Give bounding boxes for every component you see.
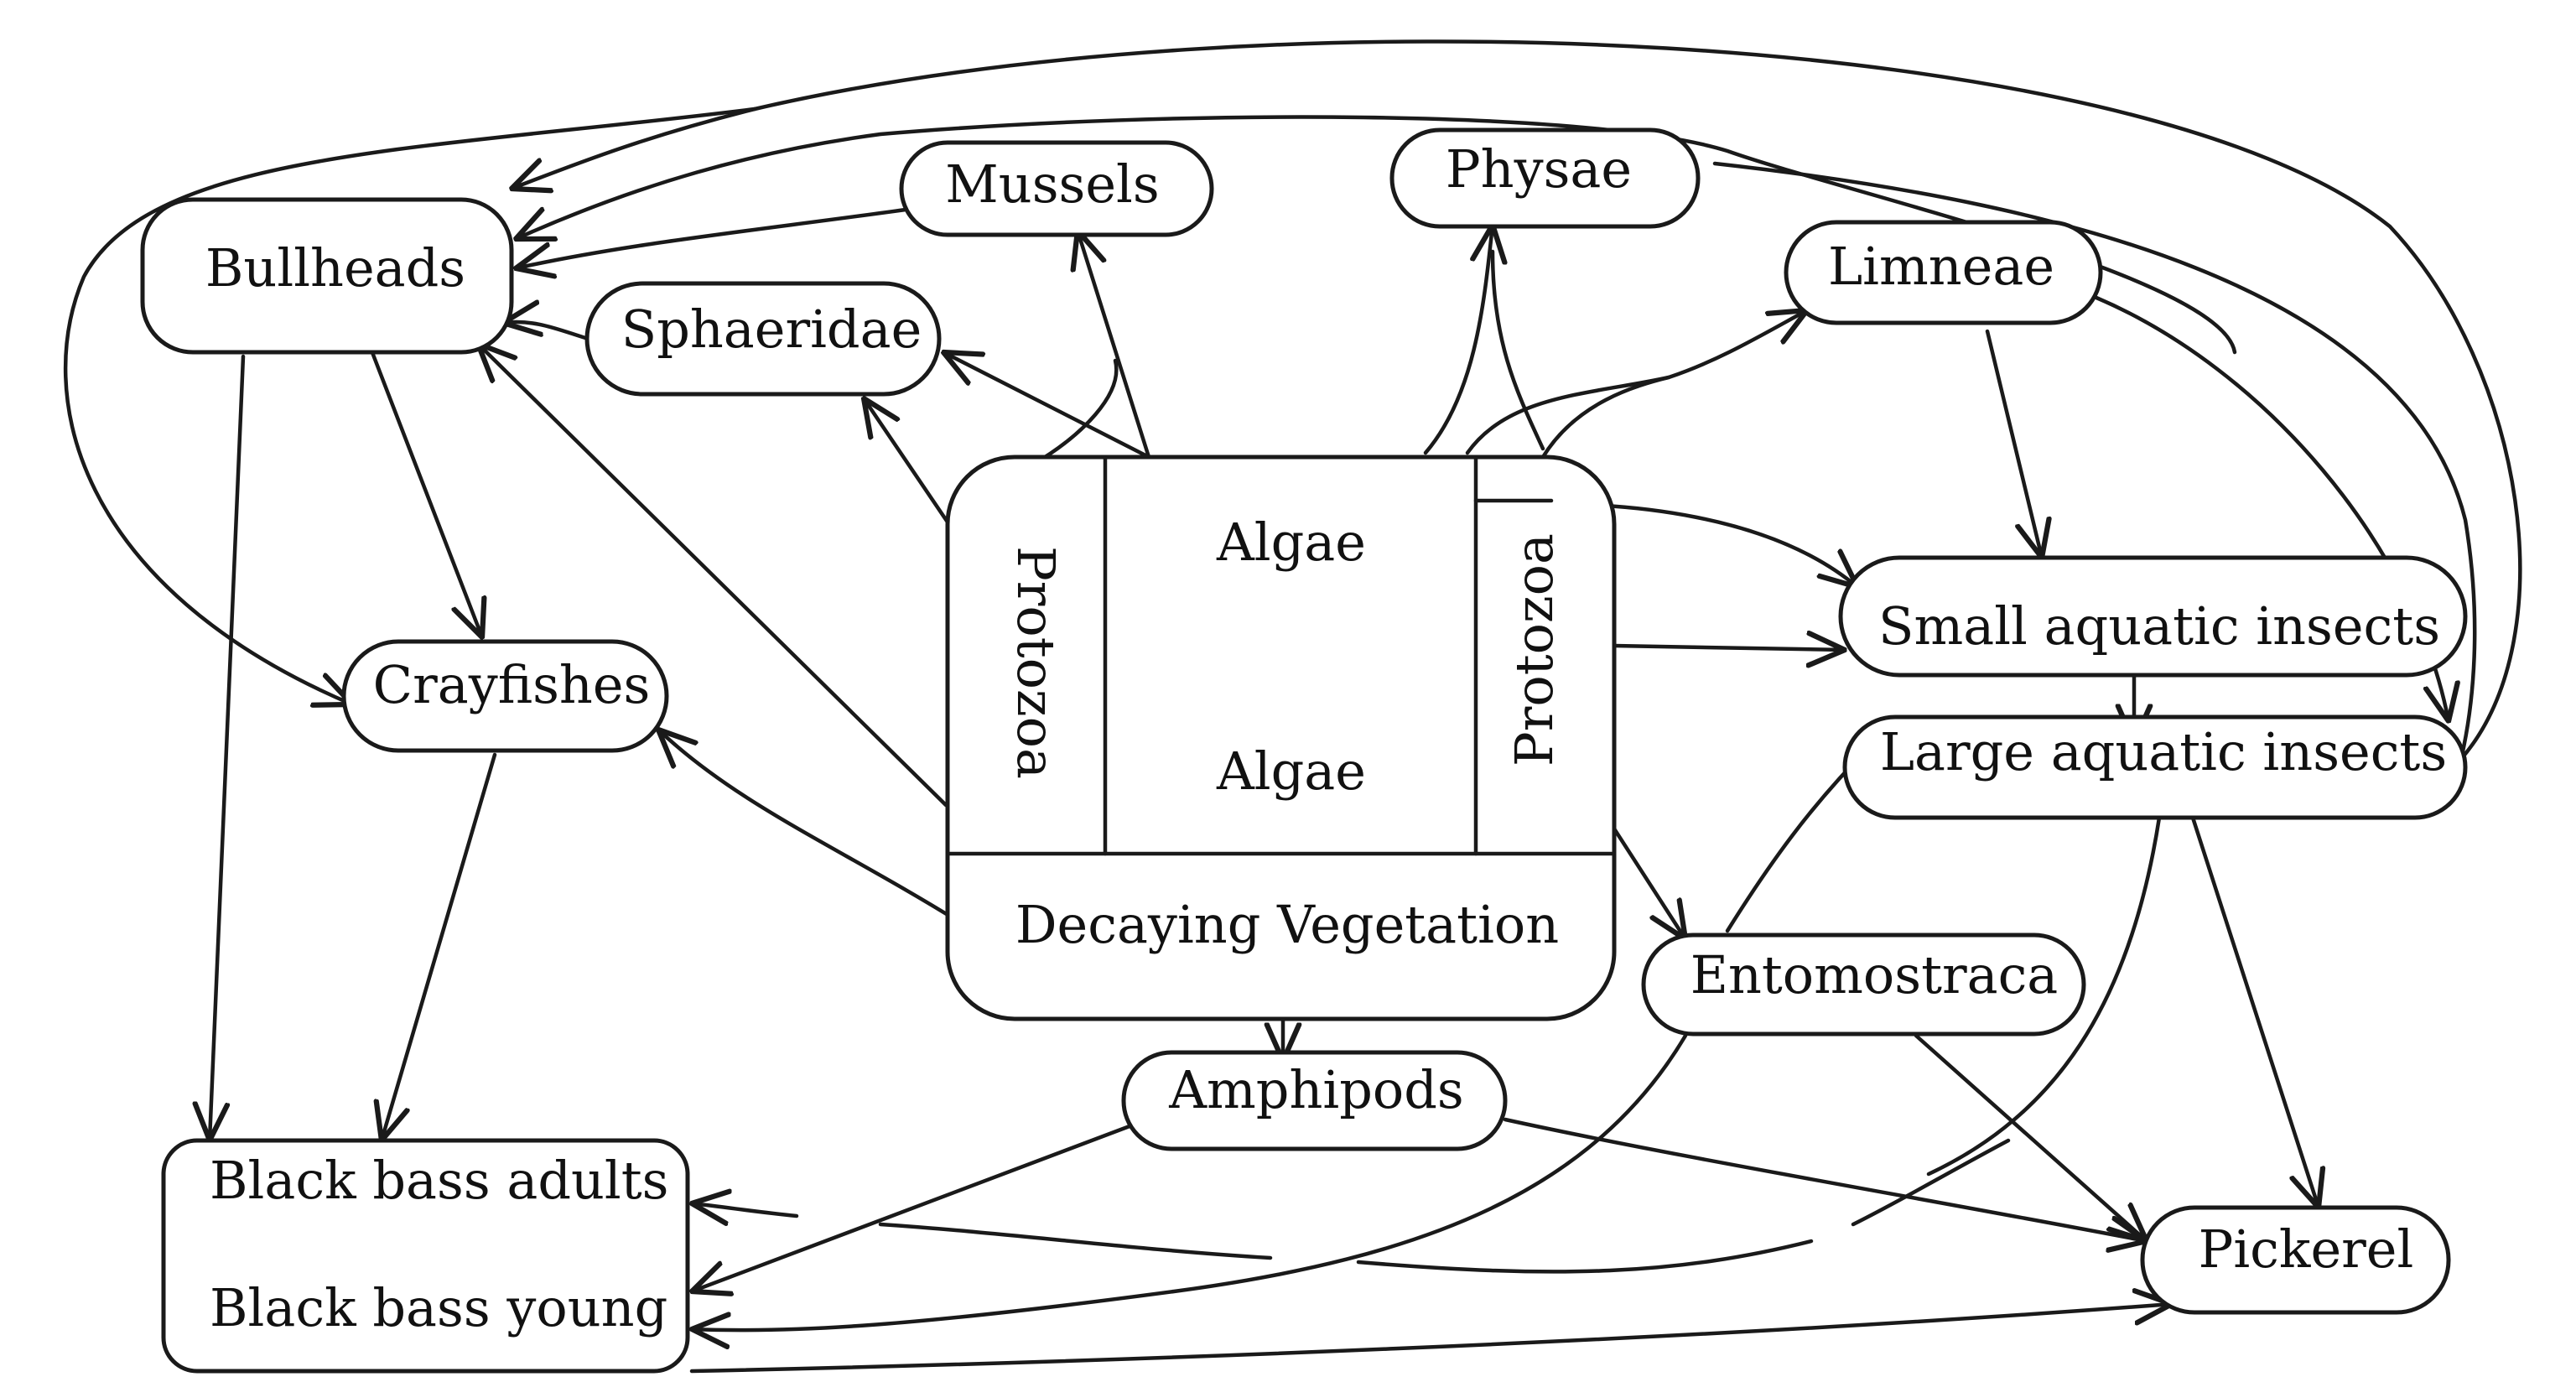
large-insects-label: Large aquatic insects [1880, 721, 2447, 782]
node-mussels: Mussels [899, 140, 1214, 237]
edge-decaying-to-crayfishes [658, 730, 963, 925]
edge-entomostraca-to-black-bass-young [692, 1033, 1688, 1330]
amphipods-label: Amphipods [1168, 1059, 1464, 1120]
crayfishes-label: Crayfishes [373, 654, 651, 715]
node-small-aquatic-insects: Small aquatic insects [1838, 555, 2468, 678]
edge-physae-to-large-insects [1712, 161, 2477, 761]
edge-center-to-limneae [1465, 310, 1807, 455]
physae-box [1389, 127, 1701, 229]
node-crayfishes: Crayfishes [341, 639, 669, 753]
node-large-aquatic-insects: Large aquatic insects [1842, 714, 2468, 820]
amphipods-box [1121, 1050, 1508, 1151]
mussels-box [899, 140, 1214, 237]
protozoa-right-label: Protozoa [1504, 533, 1565, 766]
edge-sphaeridae-to-bullheads [503, 322, 594, 342]
node-black-bass: Black bass adults Black bass young [161, 1138, 690, 1374]
node-bullheads: Bullheads [140, 197, 514, 355]
edge-bullheads-crayfishes [369, 344, 482, 637]
edge-large-insects-to-bullheads [512, 39, 2522, 761]
edge-large-insects-to-black-bass-end [692, 1203, 799, 1216]
center-box [945, 455, 1617, 1021]
large-insects-box [1842, 714, 2468, 820]
pickerel-box [2140, 1205, 2451, 1315]
edge-center-to-mussels [1078, 231, 1151, 460]
entomostraca-label: Entomostraca [1690, 944, 2059, 1005]
edge-large-insects-segment-b [1356, 1239, 1814, 1274]
food-web-edges [64, 39, 2522, 1374]
edge-large-insects-to-pickerel [2190, 815, 2319, 1208]
edge-protozoa-curve-limneae [1540, 375, 1671, 460]
edge-mussels-to-bullheads [516, 207, 908, 268]
protozoa-left-label: Protozoa [1005, 546, 1067, 779]
node-sphaeridae: Sphaeridae [584, 281, 942, 397]
decaying-vegetation-label: Decaying Vegetation [1015, 894, 1559, 955]
physae-label: Physae [1446, 138, 1632, 200]
edge-entomostraca-to-pickerel [1914, 1033, 2147, 1241]
edge-protozoa-curve-mussels [1029, 358, 1119, 468]
sphaeridae-label: Sphaeridae [621, 299, 922, 360]
edge-bullheads-to-black-bass [210, 354, 246, 1140]
black-bass-box [161, 1138, 690, 1374]
node-limneae: Limneae [1784, 220, 2103, 325]
crayfishes-box [341, 639, 669, 753]
black-bass-adults-label: Black bass adults [210, 1150, 669, 1211]
center-block: Protozoa Algae Algae Protozoa Decaying V… [945, 455, 1617, 1021]
small-insects-label: Small aquatic insects [1878, 595, 2440, 657]
edge-center-to-physae [1423, 225, 1493, 455]
entomostraca-box [1641, 933, 2086, 1036]
small-insects-box [1838, 555, 2468, 678]
edge-protozoa-curve-physae [1490, 249, 1545, 451]
node-pickerel: Pickerel [2140, 1205, 2451, 1315]
algae-bottom-label: Algae [1216, 740, 1366, 802]
edge-crayfishes-to-black-bass [382, 752, 497, 1140]
algae-top-label: Algae [1216, 512, 1366, 573]
limneae-label: Limneae [1828, 236, 2054, 297]
bullheads-label: Bullheads [205, 237, 465, 299]
node-entomostraca: Entomostraca [1641, 933, 2086, 1036]
edge-bullheads-arc-crayfishes [64, 107, 757, 704]
edge-limneae-to-small-insects [1985, 329, 2042, 558]
edge-large-insects-segment-c [878, 1222, 1273, 1260]
edge-center-to-bullheads [478, 344, 948, 808]
sphaeridae-box [584, 281, 942, 397]
bullheads-box [140, 197, 514, 355]
edge-protozoa-to-small-insects [1612, 646, 1845, 650]
black-bass-young-label: Black bass young [210, 1277, 667, 1338]
edge-amphipods-to-pickerel [1503, 1117, 2147, 1241]
edge-black-bass-to-pickerel [689, 1304, 2172, 1374]
edge-large-insects-to-black-bass-adults [1926, 815, 2162, 1177]
edge-amphipods-to-black-bass [692, 1121, 1139, 1291]
edge-large-insects-segment-a [1851, 1138, 2011, 1227]
node-amphipods: Amphipods [1121, 1050, 1508, 1151]
pickerel-label: Pickerel [2199, 1218, 2414, 1280]
limneae-box [1784, 220, 2103, 325]
mussels-label: Mussels [945, 153, 1159, 215]
edge-protozoa-to-sphaeridae [943, 352, 1151, 460]
edge-center-to-sphaeridae [864, 398, 954, 531]
node-physae: Physae [1389, 127, 1701, 229]
